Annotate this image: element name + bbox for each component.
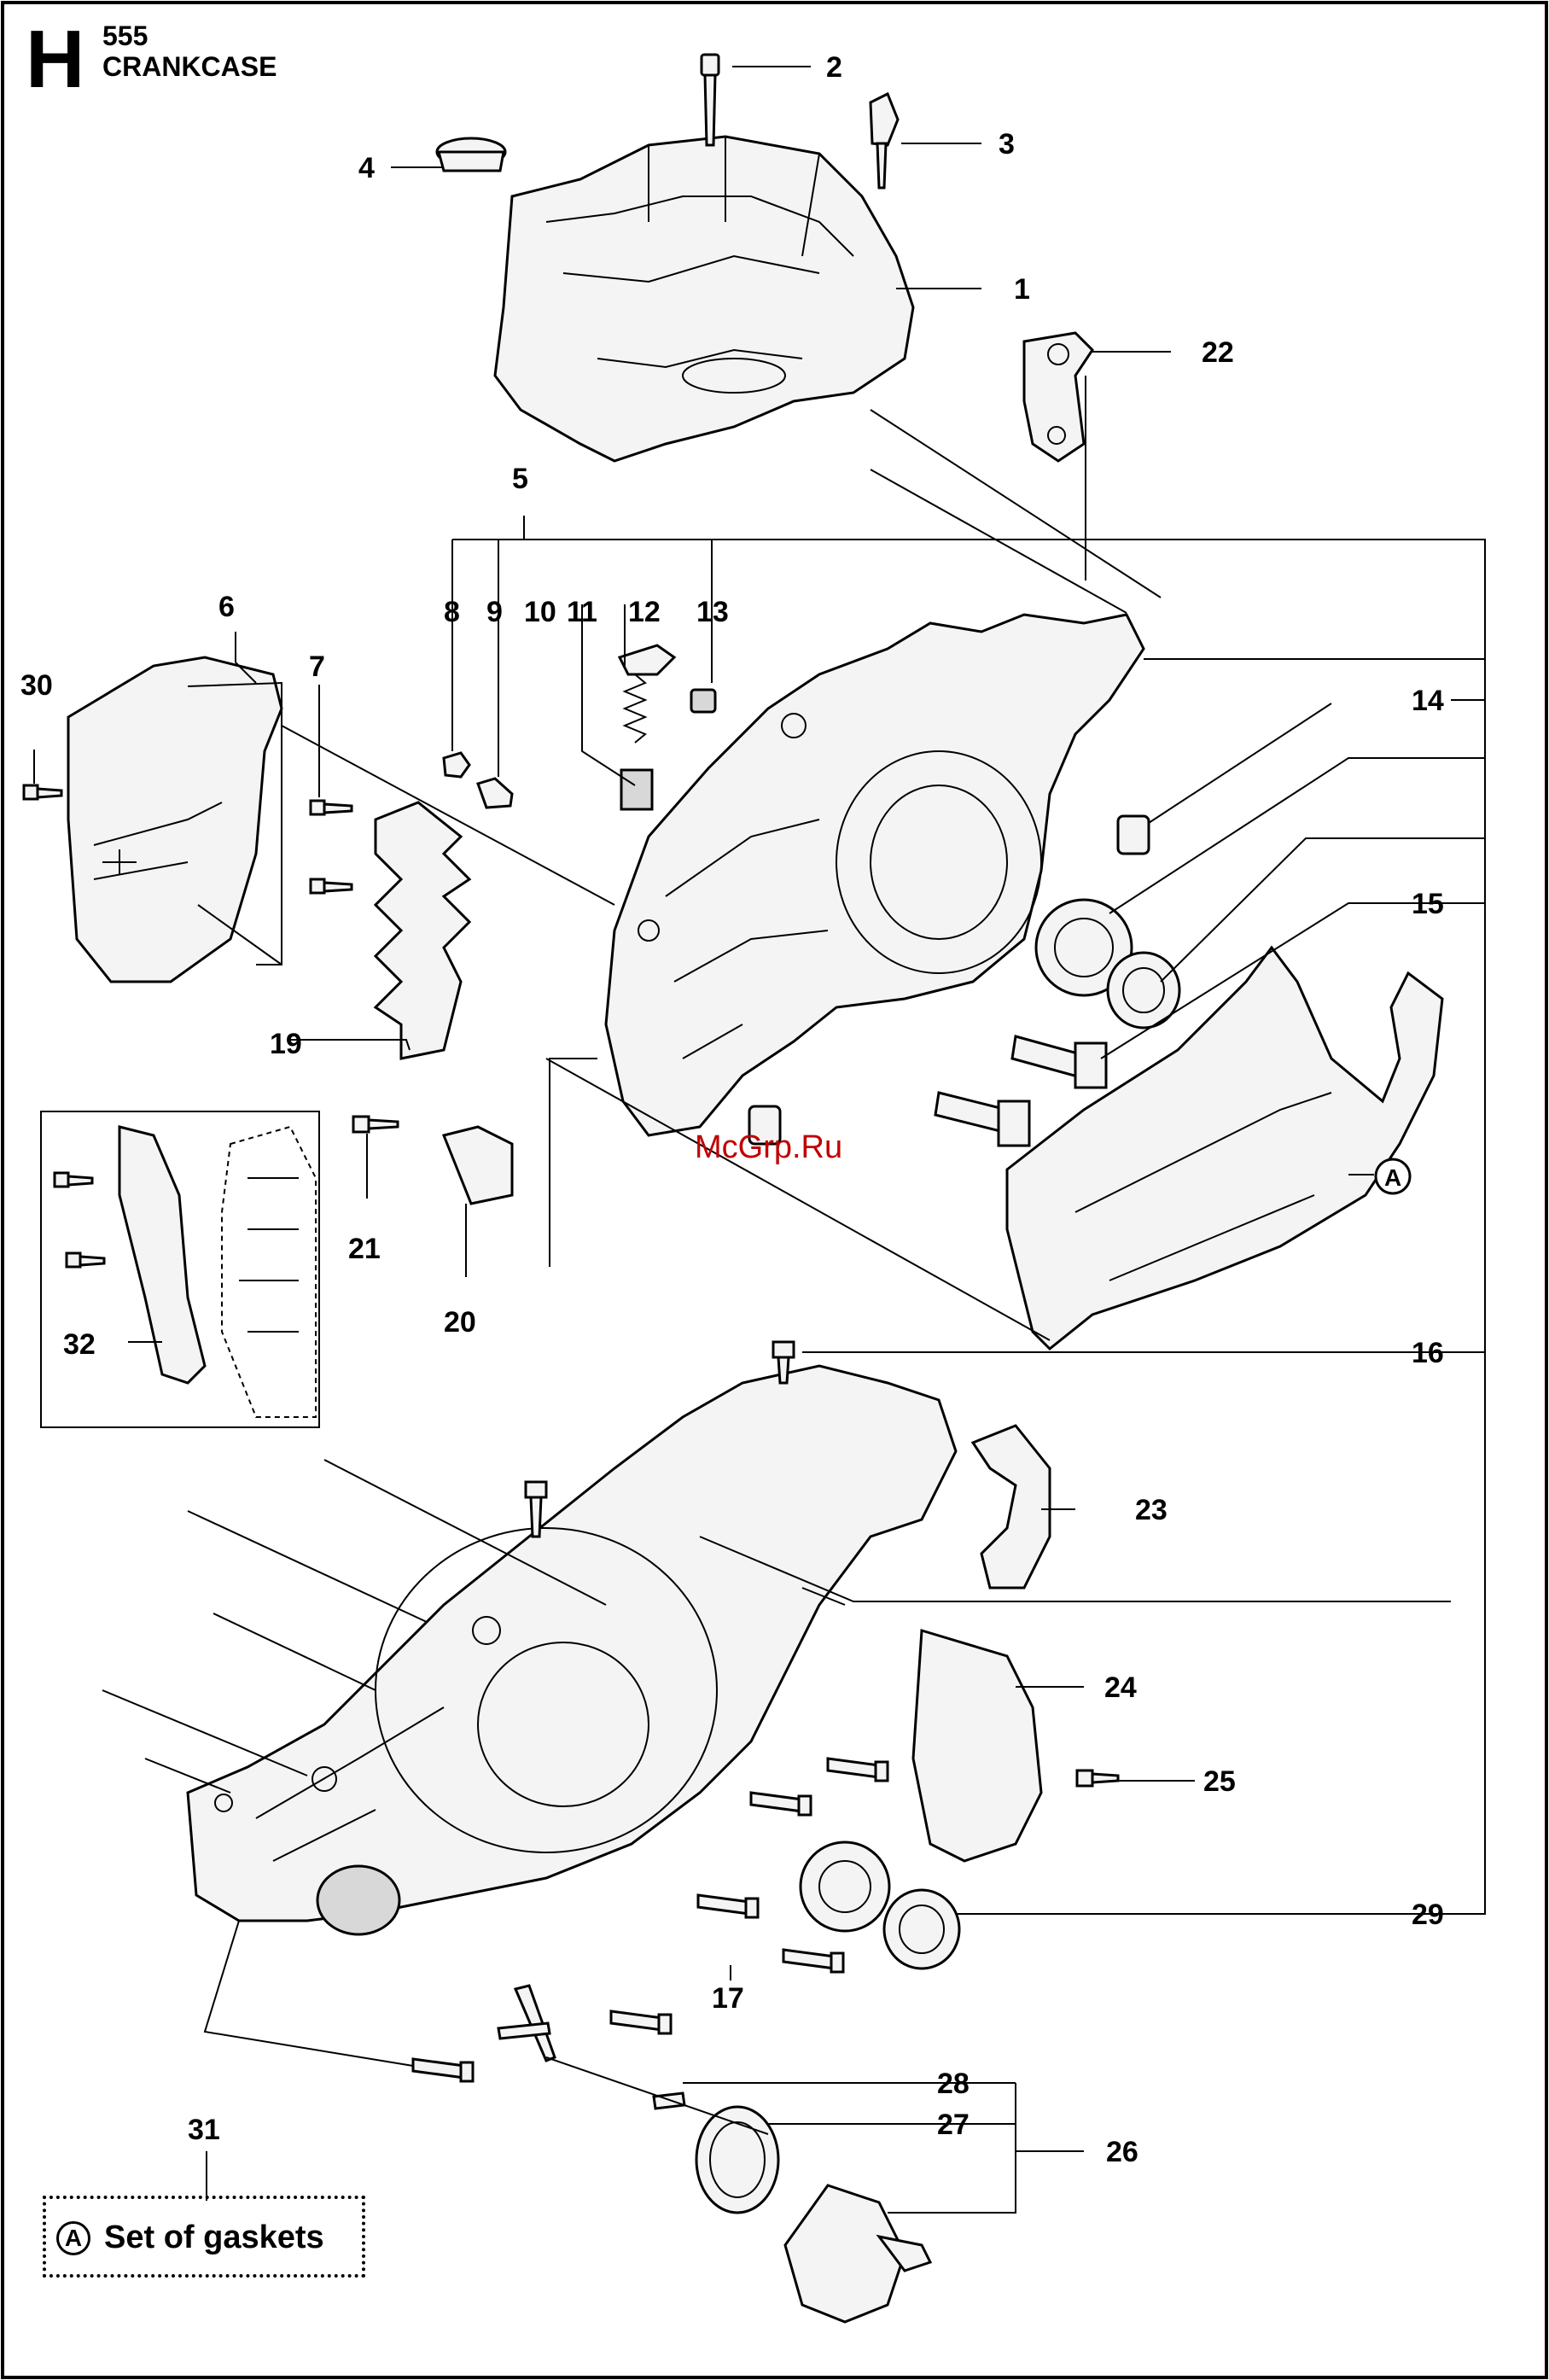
callout-20: 20 — [444, 1306, 476, 1339]
callout-25: 25 — [1203, 1765, 1236, 1798]
callout-21: 21 — [348, 1233, 381, 1265]
lever-arm — [498, 1986, 555, 2061]
part-22-bracket — [1024, 333, 1092, 461]
part-21-screw — [353, 1117, 398, 1132]
part-8-nut — [444, 753, 469, 777]
callout-2: 2 — [826, 51, 842, 84]
callout-30: 30 — [20, 669, 53, 702]
callout-16: 16 — [1412, 1337, 1444, 1369]
part-25-screw — [1077, 1770, 1118, 1786]
gasket-a-letter: A — [1384, 1164, 1401, 1191]
callout-4: 4 — [358, 152, 375, 184]
part-30-screw — [24, 785, 61, 799]
part-9-pin — [478, 779, 512, 808]
part-24-cover — [913, 1630, 1041, 1861]
part-1-tank-housing — [495, 137, 913, 461]
part-14-sleeve — [1118, 816, 1149, 854]
callout-29: 29 — [1412, 1899, 1444, 1931]
callout-3: 3 — [999, 128, 1015, 160]
gasket-a-marker: A — [1376, 1159, 1410, 1193]
callout-17: 17 — [712, 1982, 744, 2015]
callout-22: 22 — [1202, 336, 1234, 369]
part-11-spring — [625, 674, 645, 743]
bearing-lower — [801, 1842, 889, 1931]
part-7-screws — [311, 801, 352, 893]
callout-8: 8 — [444, 596, 460, 628]
part-26-cap — [785, 2185, 930, 2322]
part-13-bushing — [691, 690, 715, 712]
callout-27: 27 — [937, 2109, 970, 2141]
part-2-screw — [702, 55, 719, 145]
callout-31: 31 — [188, 2114, 220, 2146]
part-4-cap — [437, 138, 505, 171]
seal-lower — [884, 1890, 959, 1969]
callout-6: 6 — [218, 591, 235, 623]
callout-26: 26 — [1106, 2136, 1138, 2168]
detail-screws — [55, 1173, 104, 1267]
callout-24: 24 — [1104, 1671, 1137, 1704]
legend-marker: A — [56, 2221, 90, 2255]
callout-28: 28 — [937, 2068, 970, 2100]
callout-15: 15 — [1412, 888, 1444, 920]
part-32-plate — [119, 1127, 205, 1383]
part-19-spike — [376, 802, 469, 1059]
callout-12: 12 — [628, 596, 661, 628]
callout-5: 5 — [512, 463, 528, 495]
part-20-plate — [444, 1127, 512, 1204]
part-6-cover — [68, 657, 282, 982]
callout-1: 1 — [1014, 273, 1030, 306]
callout-11: 11 — [567, 596, 597, 628]
callout-32: 32 — [63, 1328, 96, 1361]
part-10-block — [621, 770, 652, 809]
callout-9: 9 — [486, 596, 503, 628]
part-12-lever — [620, 645, 674, 674]
callout-14: 14 — [1412, 685, 1444, 717]
callout-13: 13 — [696, 596, 729, 628]
callout-23: 23 — [1135, 1494, 1168, 1526]
part-3-clip — [871, 94, 898, 188]
callout-7: 7 — [309, 650, 325, 683]
part-23-strap — [973, 1426, 1050, 1588]
watermark: McGrp.Ru — [695, 1129, 842, 1165]
callout-10: 10 — [524, 596, 556, 628]
callout-19: 19 — [270, 1028, 302, 1060]
gasket-a — [1007, 948, 1442, 1349]
legend-text: Set of gaskets — [104, 2220, 324, 2256]
detail-crankcase-dashed — [222, 1127, 316, 1417]
